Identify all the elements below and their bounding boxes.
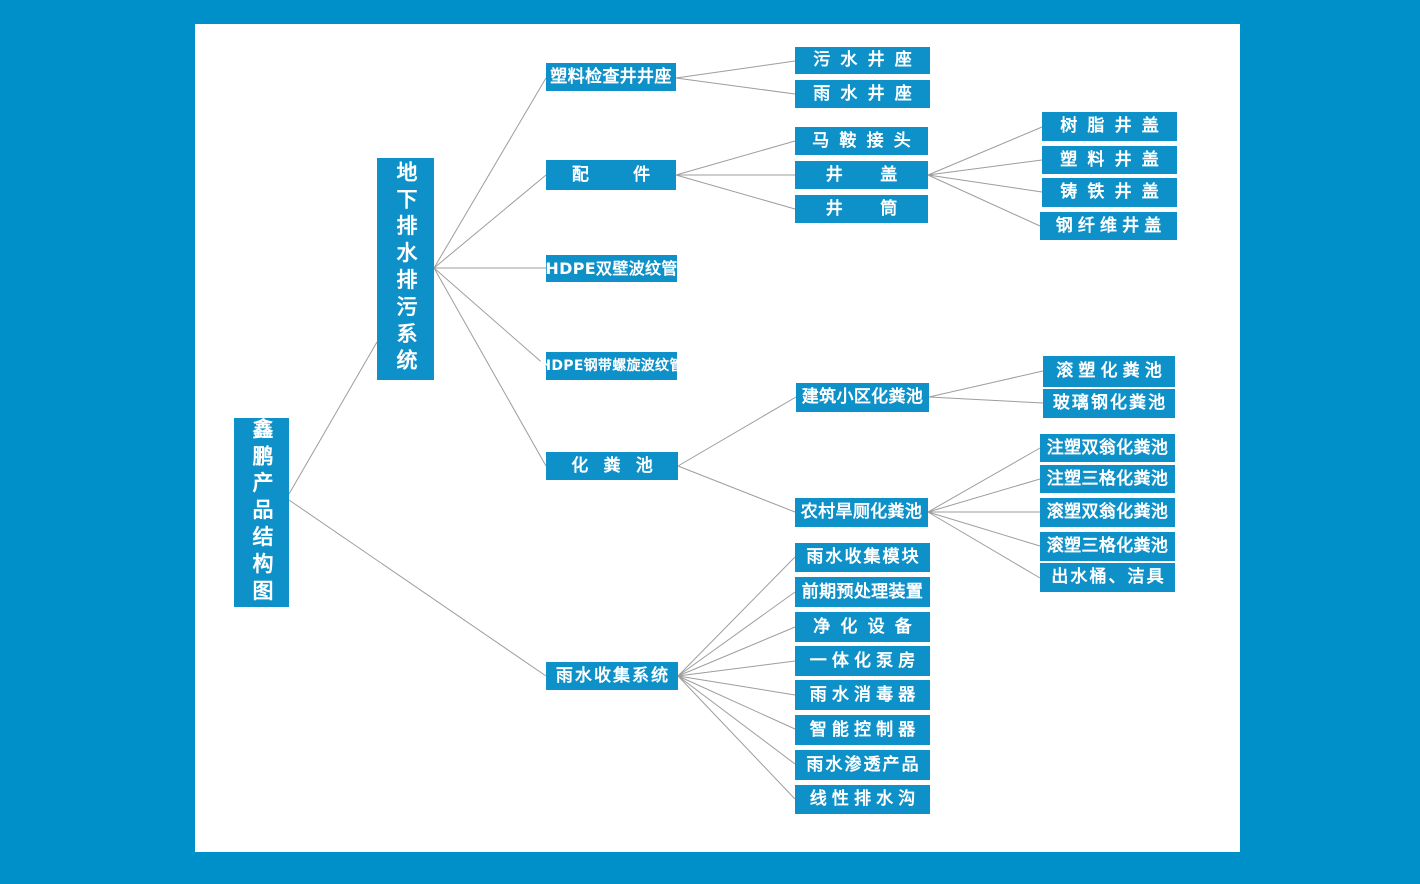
node-root-label: 鑫鹏产品结构图: [250, 418, 274, 607]
node-steel-fiber-cover-label: 钢纤维井盖: [1055, 215, 1167, 236]
node-steel-fiber-cover: 钢纤维井盖: [1040, 212, 1177, 240]
node-smart-controller: 智能控制器: [795, 715, 930, 745]
node-accessories: 配件: [546, 160, 676, 190]
node-underground-drainage-system-label: 地下排水排污系统: [394, 161, 418, 377]
node-cast-iron-cover-label: 铸铁井盖: [1060, 182, 1169, 202]
node-integrated-pump-house: 一体化泵房: [795, 646, 930, 676]
node-purification-equipment-label: 净化设备: [813, 616, 922, 637]
node-roto-double-urn-septic-label: 滚塑双翁化粪池: [1046, 502, 1169, 522]
node-rainwater-infiltration-products: 雨水渗透产品: [795, 750, 930, 780]
node-purification-equipment: 净化设备: [795, 612, 930, 642]
node-roto-three-grid-septic: 滚塑三格化粪池: [1040, 532, 1175, 561]
node-frp-septic-label: 玻璃钢化粪池: [1052, 393, 1168, 413]
node-septic-tank-label: 化粪池: [571, 455, 669, 476]
node-rainwater-collection-system: 雨水收集系统: [546, 662, 678, 690]
node-injection-double-urn-septic: 注塑双翁化粪池: [1040, 434, 1175, 462]
node-resin-cover-label: 树脂井盖: [1060, 116, 1169, 136]
node-plastic-cover: 塑料井盖: [1042, 146, 1177, 174]
node-rural-dry-toilet-septic: 农村旱厕化粪池: [795, 498, 928, 527]
node-resin-cover: 树脂井盖: [1042, 112, 1177, 141]
node-injection-three-grid-septic-label: 注塑三格化粪池: [1046, 468, 1169, 489]
node-building-community-septic: 建筑小区化粪池: [796, 383, 929, 412]
node-root: 鑫鹏产品结构图: [234, 418, 289, 607]
node-rainwater-collection-module-label: 雨水收集模块: [806, 547, 921, 567]
node-rainwater-disinfector: 雨水消毒器: [795, 680, 930, 710]
node-well-shaft-label: 井筒: [825, 198, 935, 219]
node-plastic-inspection-well-base: 塑料检查井井座: [546, 63, 676, 91]
node-pretreatment-device-label: 前期预处理装置: [801, 581, 924, 602]
node-underground-drainage-system: 地下排水排污系统: [377, 158, 434, 380]
node-smart-controller-label: 智能控制器: [809, 719, 921, 740]
node-rural-dry-toilet-septic-label: 农村旱厕化粪池: [800, 502, 923, 522]
node-hdpe-double-wall-pipe: HDPE双壁波纹管: [545, 255, 678, 282]
node-outlet-bucket-sanitary-ware: 出水桶、洁具: [1040, 563, 1175, 592]
node-rotomolded-septic-label: 滚塑化粪池: [1056, 361, 1167, 381]
node-plastic-cover-label: 塑料井盖: [1060, 149, 1169, 170]
node-rainwater-infiltration-products-label: 雨水渗透产品: [806, 754, 921, 775]
node-hdpe-steel-belt-spiral-pipe: HDPE钢带螺旋波纹管: [539, 352, 683, 380]
node-injection-three-grid-septic: 注塑三格化粪池: [1040, 465, 1175, 493]
node-cast-iron-cover: 铸铁井盖: [1042, 178, 1177, 207]
node-pretreatment-device: 前期预处理装置: [795, 577, 930, 607]
node-building-community-septic-label: 建筑小区化粪池: [801, 387, 924, 407]
node-well-shaft: 井筒: [795, 195, 928, 223]
node-linear-drainage-ditch: 线性排水沟: [795, 785, 930, 814]
node-integrated-pump-house-label: 一体化泵房: [809, 650, 921, 671]
node-plastic-inspection-well-base-label: 塑料检查井井座: [550, 66, 672, 87]
node-rainwater-collection-system-label: 雨水收集系统: [555, 665, 671, 686]
node-rainwater-well-base-label: 雨水井座: [813, 83, 922, 104]
node-roto-double-urn-septic: 滚塑双翁化粪池: [1040, 498, 1175, 527]
node-frp-septic: 玻璃钢化粪池: [1043, 389, 1175, 418]
node-sewage-well-base-label: 污水井座: [813, 50, 922, 70]
node-rotomolded-septic: 滚塑化粪池: [1043, 356, 1175, 387]
node-saddle-joint: 马鞍接头: [795, 127, 928, 155]
node-rainwater-disinfector-label: 雨水消毒器: [809, 684, 921, 705]
node-rainwater-collection-module: 雨水收集模块: [795, 543, 930, 572]
node-manhole-cover-label: 井盖: [825, 164, 935, 185]
node-roto-three-grid-septic-label: 滚塑三格化粪池: [1046, 536, 1169, 556]
node-hdpe-steel-belt-spiral-pipe-label: HDPE钢带螺旋波纹管: [539, 358, 684, 374]
node-manhole-cover: 井盖: [795, 161, 928, 189]
node-hdpe-double-wall-pipe-label: HDPE双壁波纹管: [545, 258, 678, 278]
node-accessories-label: 配件: [571, 164, 695, 185]
node-outlet-bucket-sanitary-ware-label: 出水桶、洁具: [1051, 567, 1166, 587]
node-linear-drainage-ditch-label: 线性排水沟: [809, 789, 921, 809]
node-rainwater-well-base: 雨水井座: [795, 80, 930, 108]
node-saddle-joint-label: 马鞍接头: [812, 130, 921, 151]
node-sewage-well-base: 污水井座: [795, 47, 930, 74]
node-septic-tank: 化粪池: [546, 452, 678, 480]
node-injection-double-urn-septic-label: 注塑双翁化粪池: [1046, 437, 1169, 458]
